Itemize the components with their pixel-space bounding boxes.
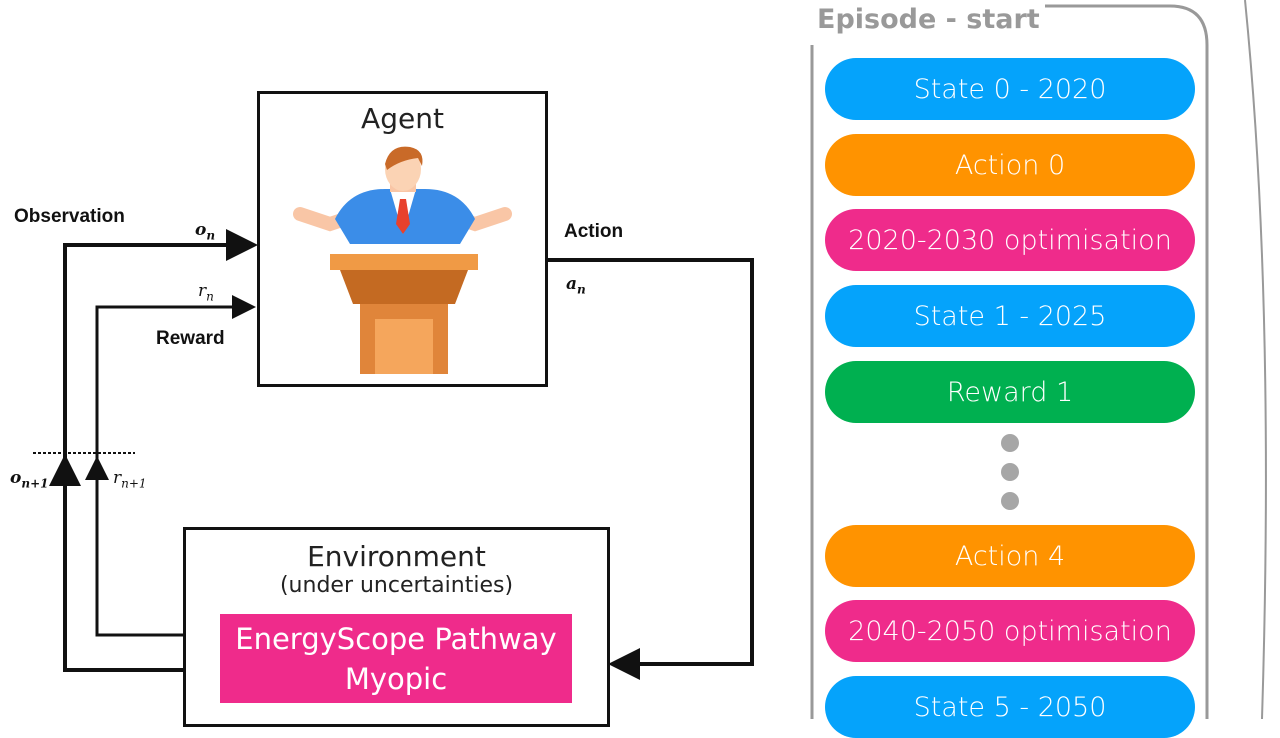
r-n1-symbol: rn+1 bbox=[113, 468, 147, 491]
environment-subtitle: (under uncertainties) bbox=[279, 573, 514, 598]
energyscope-model-box: EnergyScope Pathway Myopic bbox=[220, 614, 572, 703]
ellipsis-dot-icon bbox=[1001, 492, 1019, 510]
ellipsis-dot-icon bbox=[1001, 463, 1019, 481]
episode-step-optimisation-2040: 2040-2050 optimisation bbox=[825, 600, 1195, 662]
agent-title: Agent bbox=[361, 102, 444, 135]
environment-title: Environment bbox=[307, 540, 486, 573]
episode-step-reward-1: Reward 1 bbox=[825, 361, 1195, 423]
ellipsis-dot-icon bbox=[1001, 434, 1019, 452]
o-n1-symbol: on+1 bbox=[10, 468, 49, 491]
episode-title: Episode - start bbox=[817, 4, 1040, 35]
a-n-symbol: an bbox=[566, 274, 586, 297]
observation-label: Observation bbox=[14, 206, 125, 227]
reward-label: Reward bbox=[156, 328, 225, 349]
agent-box: Agent bbox=[257, 91, 548, 387]
action-label: Action bbox=[564, 221, 624, 242]
r-n-symbol: rn bbox=[198, 281, 214, 304]
agent-speaker-icon bbox=[293, 146, 512, 374]
o-n-symbol: on bbox=[195, 220, 216, 243]
episode-step-action-0: Action 0 bbox=[825, 134, 1195, 196]
model-name-line1: EnergyScope Pathway bbox=[235, 622, 557, 656]
model-name-line2: Myopic bbox=[344, 662, 448, 696]
episode-step-state-0: State 0 - 2020 bbox=[825, 58, 1195, 120]
episode-step-state-5: State 5 - 2050 bbox=[825, 676, 1195, 738]
episode-step-action-4: Action 4 bbox=[825, 525, 1195, 587]
episode-step-state-1: State 1 - 2025 bbox=[825, 285, 1195, 347]
episode-step-optimisation-2020: 2020-2030 optimisation bbox=[825, 209, 1195, 271]
environment-box: Environment (under uncertainties) Energy… bbox=[183, 527, 610, 727]
